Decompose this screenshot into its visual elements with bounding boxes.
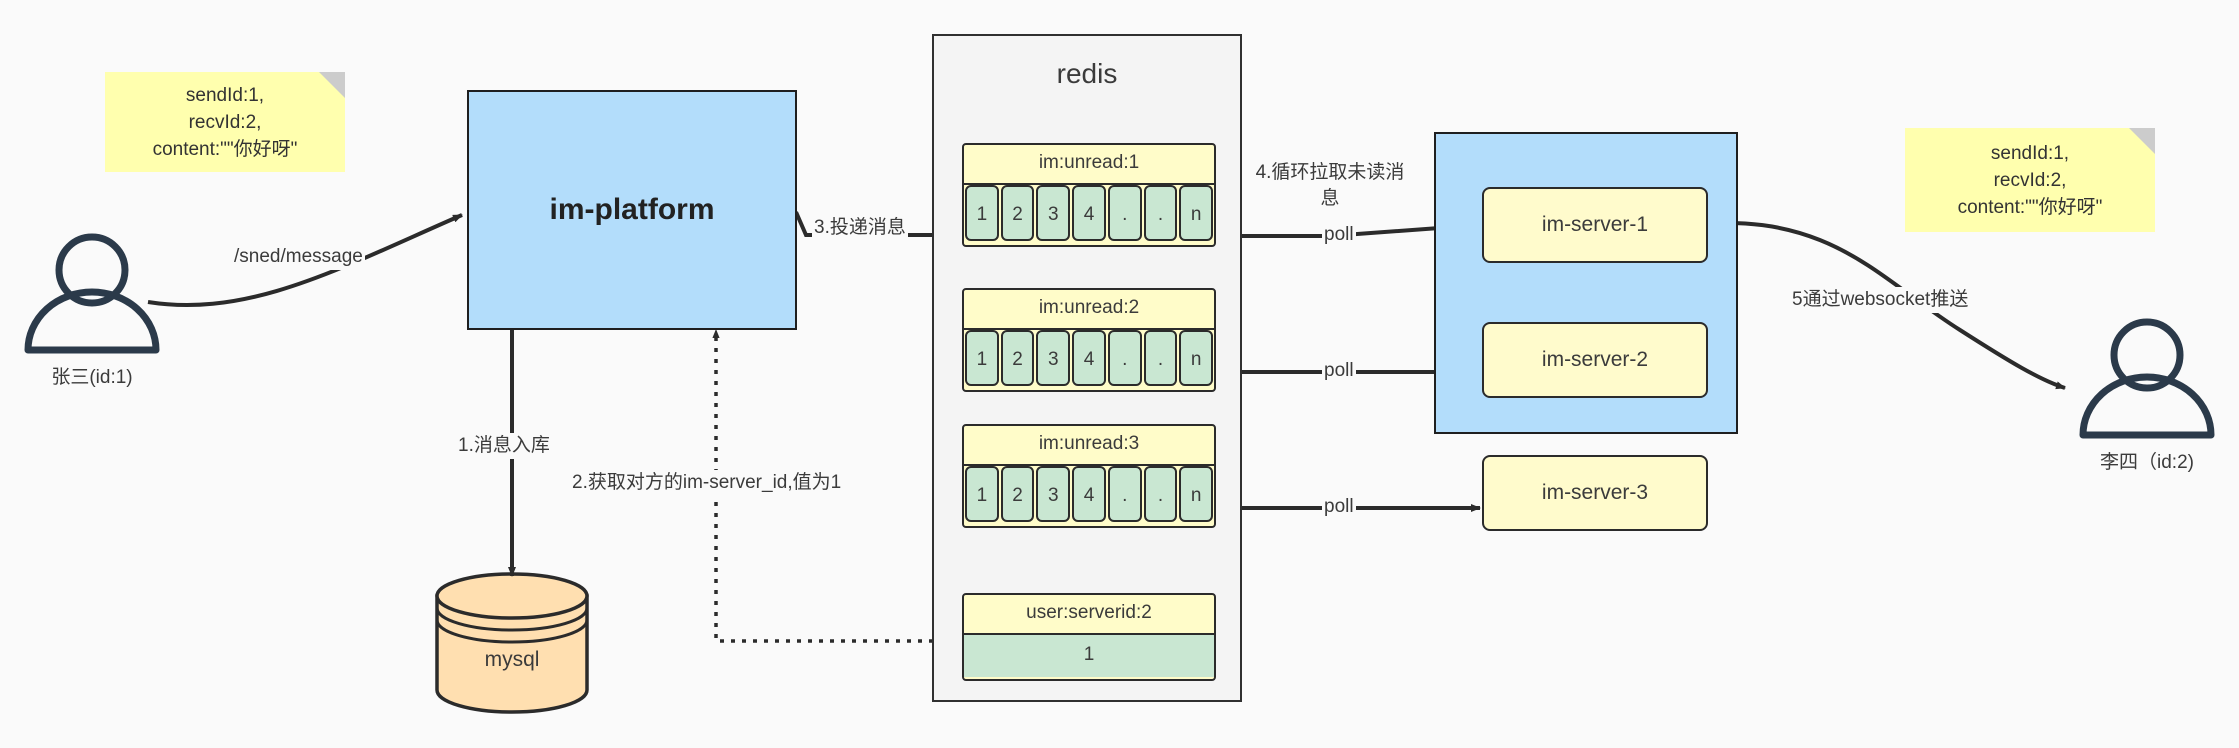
- redis-cell: .: [1143, 185, 1178, 241]
- edge-label-poll-2: poll: [1322, 358, 1356, 384]
- mysql-cylinder-icon: [435, 572, 589, 714]
- edge-label-step3: 3.投递消息: [812, 215, 908, 241]
- actor-receiver-label: 李四（id:2): [2100, 452, 2194, 473]
- redis-key-title: im:unread:2: [964, 290, 1214, 330]
- redis-cell: 1: [965, 185, 999, 241]
- redis-cell: n: [1179, 185, 1214, 241]
- redis-cell: 3: [1036, 330, 1071, 386]
- note-left-text: sendId:1, recvId:2, content:""你好呀": [152, 84, 298, 160]
- redis-key-title: im:unread:3: [964, 426, 1214, 466]
- redis-cell: .: [1107, 330, 1142, 386]
- redis-cell: .: [1107, 466, 1142, 522]
- node-im-platform-label: im-platform: [549, 193, 715, 226]
- redis-cell: 4: [1072, 330, 1106, 386]
- node-im-server-2[interactable]: im-server-2: [1482, 322, 1708, 398]
- redis-cell: .: [1143, 330, 1178, 386]
- redis-cell: .: [1107, 185, 1142, 241]
- redis-cell: .: [1143, 466, 1178, 522]
- note-fold-corner-icon: [2129, 128, 2155, 154]
- redis-cell: n: [1179, 330, 1214, 386]
- node-redis-title: redis: [1056, 58, 1118, 89]
- redis-cells: 1 2 3 4 . . n: [964, 330, 1214, 386]
- edge-label-step4: 4.循环拉取未读消 息: [1253, 160, 1407, 212]
- redis-key-im-unread-1[interactable]: im:unread:1 1 2 3 4 . . n: [962, 143, 1216, 247]
- actor-receiver-icon: [2079, 318, 2215, 439]
- edge-label-poll-3: poll: [1322, 494, 1356, 520]
- redis-cell: 1: [965, 466, 999, 522]
- note-left-payload: sendId:1, recvId:2, content:""你好呀": [105, 72, 345, 172]
- node-im-platform[interactable]: im-platform: [467, 90, 797, 330]
- note-right-text: sendId:1, recvId:2, content:""你好呀": [1957, 142, 2103, 218]
- redis-cell: 2: [1000, 185, 1035, 241]
- edge-send-message: [147, 213, 463, 307]
- redis-cell: 3: [1036, 185, 1071, 241]
- redis-cells: 1 2 3 4 . . n: [964, 185, 1214, 241]
- redis-key-user-serverid-2[interactable]: user:serverid:2 1: [962, 593, 1216, 681]
- redis-key-im-unread-2[interactable]: im:unread:2 1 2 3 4 . . n: [962, 288, 1216, 392]
- actor-sender-label: 张三(id:1): [51, 367, 133, 388]
- node-mysql-label-wrap: mysql: [437, 620, 587, 700]
- node-im-server-3[interactable]: im-server-3: [1482, 455, 1708, 531]
- node-im-server-1-label: im-server-1: [1541, 213, 1649, 236]
- redis-cells: 1 2 3 4 . . n: [964, 466, 1214, 522]
- redis-cell: 3: [1036, 466, 1071, 522]
- actor-sender-icon: [24, 233, 160, 354]
- edge-label-step2: 2.获取对方的im-server_id,值为1: [570, 470, 844, 496]
- redis-cell: 2: [1000, 330, 1035, 386]
- redis-cell: 2: [1000, 466, 1035, 522]
- redis-key-im-unread-3[interactable]: im:unread:3 1 2 3 4 . . n: [962, 424, 1216, 528]
- redis-cell: n: [1179, 466, 1214, 522]
- redis-cell: 4: [1072, 185, 1106, 241]
- redis-cell: 4: [1072, 466, 1106, 522]
- edge-label-send-message: /sned/message: [232, 244, 365, 270]
- redis-key-title: im:unread:1: [964, 145, 1214, 185]
- note-fold-corner-icon: [319, 72, 345, 98]
- edge-label-step5: 5通过websocket推送: [1790, 287, 1971, 313]
- node-im-server-3-label: im-server-3: [1541, 481, 1649, 504]
- node-mysql-label: mysql: [484, 648, 540, 671]
- edge-label-step1: 1.消息入库: [456, 433, 552, 459]
- node-im-server-2-label: im-server-2: [1541, 348, 1649, 371]
- note-right-payload: sendId:1, recvId:2, content:""你好呀": [1905, 128, 2155, 232]
- redis-cell: 1: [965, 330, 999, 386]
- node-im-server-1[interactable]: im-server-1: [1482, 187, 1708, 263]
- redis-key-title: user:serverid:2: [964, 595, 1214, 635]
- redis-key-value: 1: [964, 635, 1214, 677]
- edge-label-poll-1: poll: [1322, 222, 1356, 248]
